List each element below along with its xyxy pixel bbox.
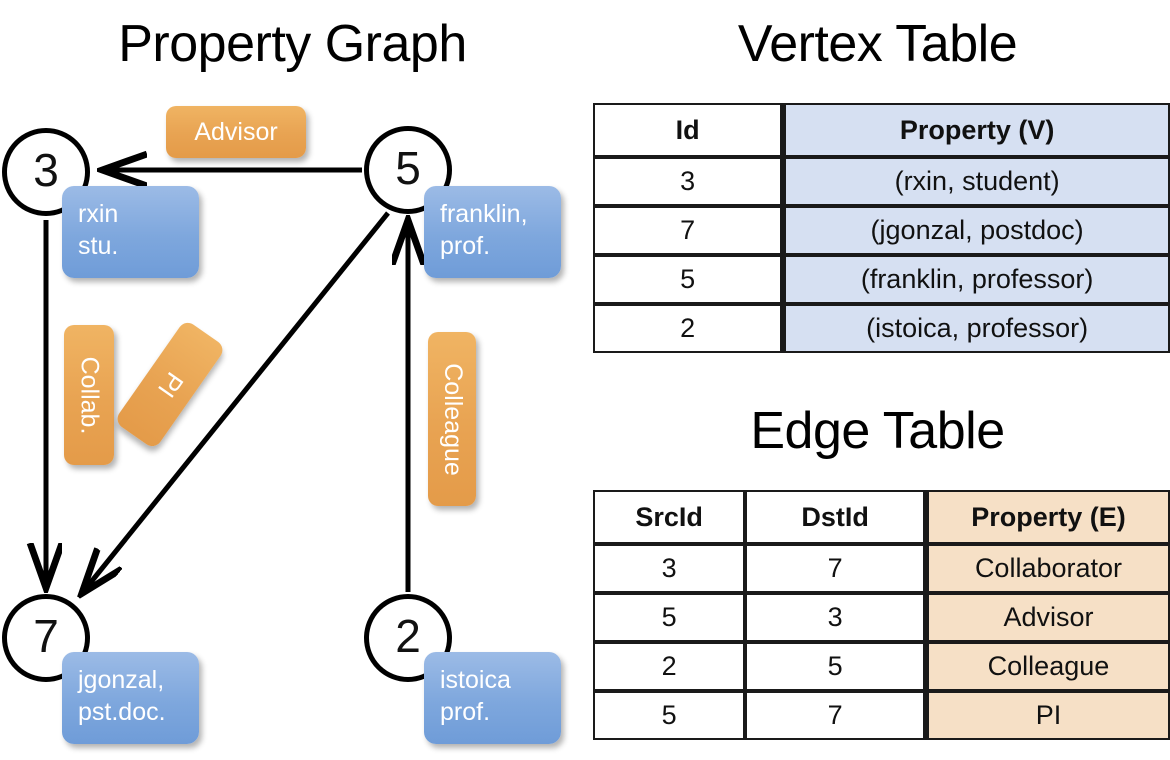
edge-cell-property: Collaborator <box>924 544 1170 593</box>
vertex-cell-id: 5 <box>593 255 783 304</box>
table-row[interactable]: 5 3 Advisor <box>593 593 1170 642</box>
edge-cell-srcid: 5 <box>593 593 746 642</box>
table-row[interactable]: 7 (jgonzal, postdoc) <box>593 206 1170 255</box>
node-property-box-istoica: istoica prof. <box>424 652 561 744</box>
edge-cell-srcid: 5 <box>593 691 746 740</box>
table-row[interactable]: 2 5 Colleague <box>593 642 1170 691</box>
page-title-edge-table: Edge Table <box>750 402 1005 460</box>
edge-cell-property: PI <box>924 691 1170 740</box>
graph-node-5-label: 5 <box>395 142 421 194</box>
edge-label-text-collab: Collab. <box>75 356 104 434</box>
graph-node-3-label: 3 <box>33 144 59 196</box>
node-property-box-rxin: rxin stu. <box>62 186 199 278</box>
node-property-line-1: istoica <box>440 666 511 694</box>
vertex-table-header-row: Id Property (V) <box>593 103 1170 157</box>
node-property-line-2: prof. <box>440 232 491 260</box>
vertex-table-header-property: Property (V) <box>782 103 1170 157</box>
edge-line-pi <box>83 211 390 592</box>
table-row[interactable]: 3 (rxin, student) <box>593 157 1170 206</box>
page-title-property-graph: Property Graph <box>118 15 467 73</box>
vertex-cell-property: (jgonzal, postdoc) <box>782 206 1170 255</box>
table-row[interactable]: 2 (istoica, professor) <box>593 304 1170 353</box>
edge-cell-property: Advisor <box>924 593 1170 642</box>
vertex-cell-property: (istoica, professor) <box>782 304 1170 353</box>
edge-label-box-collab: Collab. <box>64 325 114 465</box>
graph-node-5[interactable]: 5 <box>364 126 452 214</box>
edge-table-header-row: SrcId DstId Property (E) <box>593 490 1170 544</box>
node-property-line-2: prof. <box>440 698 491 726</box>
edge-table-header-srcid: SrcId <box>593 490 746 544</box>
graph-node-2[interactable]: 2 <box>364 594 452 682</box>
node-property-line-2: stu. <box>78 232 119 260</box>
graph-edges-svg <box>0 0 585 760</box>
vertex-table-header-id: Id <box>593 103 783 157</box>
vertex-cell-id: 2 <box>593 304 783 353</box>
table-row[interactable]: 3 7 Collaborator <box>593 544 1170 593</box>
vertex-table: Id Property (V) 3 (rxin, student) 7 (jgo… <box>593 103 1170 353</box>
edge-label-box-advisor: Advisor <box>166 106 306 158</box>
vertex-cell-property: (rxin, student) <box>782 157 1170 206</box>
table-row[interactable]: 5 (franklin, professor) <box>593 255 1170 304</box>
edge-cell-dstid: 3 <box>745 593 925 642</box>
node-property-line-2: pst.doc. <box>78 698 166 726</box>
graph-node-2-label: 2 <box>395 610 421 662</box>
edge-cell-dstid: 7 <box>745 544 925 593</box>
edge-cell-dstid: 7 <box>745 691 925 740</box>
property-graph-diagram: 3 5 7 2 rxin stu. franklin, prof. jgonza… <box>0 0 585 760</box>
edge-label-text-advisor: Advisor <box>194 117 278 146</box>
graph-node-7-label: 7 <box>33 610 59 662</box>
vertex-cell-id: 3 <box>593 157 783 206</box>
node-property-line-1: franklin, <box>440 200 528 228</box>
edge-table: SrcId DstId Property (E) 3 7 Collaborato… <box>593 490 1170 740</box>
vertex-cell-property: (franklin, professor) <box>782 255 1170 304</box>
edge-label-text-pi: PI <box>152 367 189 403</box>
edge-table-header-dstid: DstId <box>745 490 925 544</box>
edge-label-box-colleague: Colleague <box>428 332 476 506</box>
node-property-line-1: jgonzal, <box>78 666 165 694</box>
table-row[interactable]: 5 7 PI <box>593 691 1170 740</box>
edge-cell-srcid: 3 <box>593 544 746 593</box>
page-title-vertex-table: Vertex Table <box>737 15 1018 73</box>
node-property-box-franklin: franklin, prof. <box>424 186 561 278</box>
edge-cell-srcid: 2 <box>593 642 746 691</box>
vertex-cell-id: 7 <box>593 206 783 255</box>
edge-cell-dstid: 5 <box>745 642 925 691</box>
node-property-line-1: rxin <box>78 200 119 228</box>
edge-label-text-colleague: Colleague <box>438 362 467 476</box>
node-property-box-jgonzal: jgonzal, pst.doc. <box>62 652 199 744</box>
edge-cell-property: Colleague <box>924 642 1170 691</box>
edge-table-header-property: Property (E) <box>924 490 1170 544</box>
